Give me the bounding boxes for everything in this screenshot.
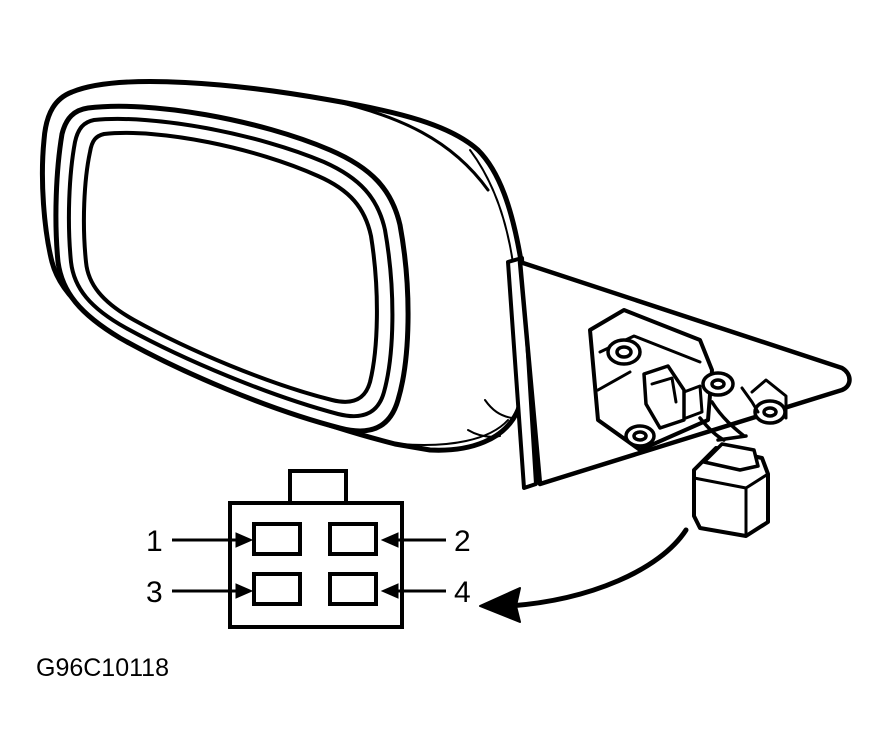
connector-body [228,501,404,629]
mirror-neck [506,256,538,490]
connector-latch-tab [288,469,348,505]
pin-cavity-2 [328,522,378,556]
arrowhead-pin-2 [380,532,399,548]
pin-leaders [172,532,446,599]
outside-mirror [39,79,852,538]
mirror-glass [81,130,379,404]
pin-label-2: 2 [454,525,471,558]
pin-cavity-4 [328,572,378,606]
pointer-arrow [479,527,689,623]
arrowhead-pin-4 [380,583,399,599]
arrowhead-pin-1 [235,532,254,548]
connector-face [228,469,404,629]
arrowhead-pin-3 [235,583,254,599]
pin-label-4: 4 [454,576,471,609]
pin-label-1: 1 [146,525,163,558]
mirror-glass-rim [53,103,411,434]
mirror-glass-inner-rim [66,116,395,419]
pin-cavity-3 [252,572,302,606]
figure-code: G96C10118 [36,654,169,682]
pin-label-3: 3 [146,576,163,609]
mounting-bosses [606,338,787,448]
harness-connector-top [702,442,760,472]
pin-cavity-1 [252,522,302,556]
